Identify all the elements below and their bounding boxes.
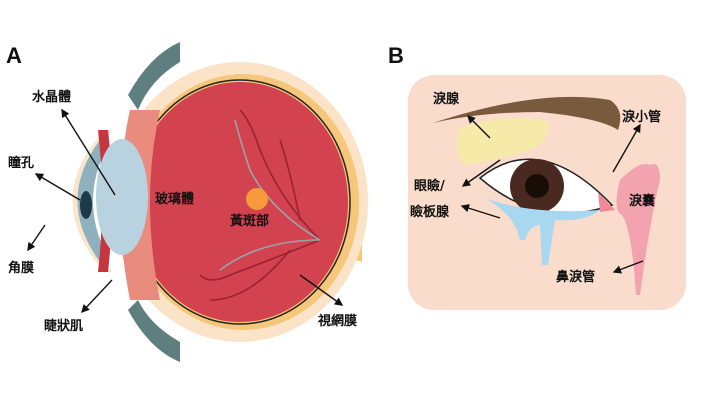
label-nasolacrimal-duct: 鼻淚管 <box>556 269 595 285</box>
lens <box>96 139 148 255</box>
retina-pointer-arrow <box>299 274 344 306</box>
upper-eyelid-shape <box>128 42 180 110</box>
tears <box>485 198 600 265</box>
meibomian-gland-pointer-arrow <box>460 204 501 219</box>
label-lacrimal-sac: 淚囊 <box>629 193 656 209</box>
blood-vessels <box>199 109 321 301</box>
caruncle <box>598 192 615 212</box>
label-lacrimal-gland: 淚腺 <box>433 91 460 107</box>
eyelid-pointer-arrow <box>461 159 501 187</box>
label-vitreous: 玻璃體 <box>155 191 194 207</box>
cornea-outer <box>72 130 112 272</box>
lens-pointer-arrow <box>61 108 116 196</box>
macula <box>246 188 268 210</box>
lower-eyelid-shape <box>128 300 180 362</box>
lacrimal-gland-pointer-arrow <box>467 115 491 139</box>
pupil-b <box>525 174 549 198</box>
label-meibomian-gland: 瞼板腺 <box>410 204 450 220</box>
eyebrow <box>433 96 621 130</box>
label-retina: 視網膜 <box>317 313 357 329</box>
pupil-pointer-arrow <box>34 173 81 201</box>
label-canaliculus: 淚小管 <box>622 109 661 125</box>
label-cornea: 角膜 <box>8 260 34 276</box>
cornea-pointer-arrow <box>27 224 46 252</box>
lacrimal-sac-duct <box>616 164 660 295</box>
nasolacrimal-duct-pointer-arrow <box>612 260 644 274</box>
canaliculus-pointer-arrow <box>612 123 641 173</box>
panel-a-eyeball-cross-section: A <box>6 42 368 362</box>
veins <box>219 119 321 271</box>
label-pupil: 瞳孔 <box>8 155 34 171</box>
ciliary-muscle-pointer-arrow <box>81 279 113 314</box>
pupil <box>80 191 92 219</box>
label-macula: 黃斑部 <box>229 213 269 229</box>
cornea <box>77 140 108 262</box>
label-lens: 水晶體 <box>32 89 71 105</box>
label-eyelid: 眼瞼/ <box>414 178 445 194</box>
panel-a-letter: A <box>6 43 22 68</box>
lacrimal-gland <box>456 118 549 165</box>
panel-b-letter: B <box>388 43 404 68</box>
panel-b-lacrimal-system: B 淚腺 淚小管 眼瞼/ 瞼板腺 淚囊 鼻淚管 <box>388 43 686 310</box>
vitreous-body <box>132 82 348 322</box>
label-ciliary-muscle: 睫狀肌 <box>44 318 83 334</box>
